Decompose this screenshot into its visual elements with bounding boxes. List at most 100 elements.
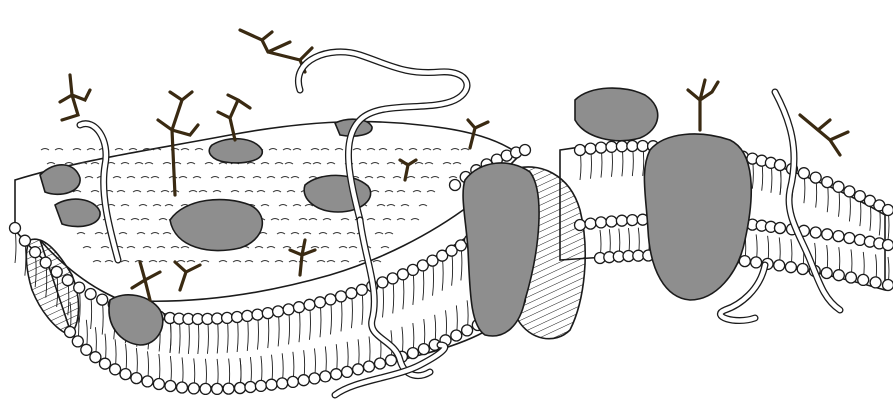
phospholipid-head — [62, 275, 73, 286]
phospholipid-head — [870, 277, 881, 288]
phospholipid-head — [19, 235, 30, 246]
phospholipid-head — [304, 299, 315, 310]
phospholipid-head — [844, 233, 855, 244]
phospholipid-head — [822, 229, 833, 240]
phospholipid-head — [846, 272, 857, 283]
phospholipid-head — [262, 308, 273, 319]
phospholipid-head — [418, 344, 429, 355]
phospholipid-head — [822, 177, 833, 188]
phospholipid-head — [346, 288, 357, 299]
phospholipid-head — [342, 366, 353, 377]
phospholipid-head — [315, 297, 326, 308]
phospholipid-head — [235, 383, 246, 394]
surface-mark — [87, 149, 95, 151]
phospholipid-head — [450, 180, 461, 191]
phospholipid-head — [397, 269, 408, 280]
peripheral-protein — [575, 88, 658, 141]
phospholipid-head — [336, 291, 347, 302]
phospholipid-head — [110, 364, 121, 375]
phospholipid-head — [142, 376, 153, 387]
surface-mark — [73, 149, 81, 151]
phospholipid-head — [633, 250, 644, 261]
surface-mark — [47, 163, 55, 165]
phospholipid-head — [810, 227, 821, 238]
phospholipid-head — [97, 294, 108, 305]
phospholipid-head — [245, 382, 256, 393]
phospholipid-head — [120, 369, 131, 380]
phospholipid-head — [222, 312, 233, 323]
phospholipid-head — [85, 289, 96, 300]
phospholipid-head — [596, 217, 607, 228]
peripheral-protein — [40, 165, 80, 195]
phospholipid-head — [309, 373, 320, 384]
surface-mark — [129, 149, 137, 151]
phospholipid-head — [585, 218, 596, 229]
phospholipid-head — [833, 270, 844, 281]
phospholipid-head — [785, 262, 796, 273]
phospholipid-head — [627, 215, 638, 226]
phospholipid-head — [377, 277, 388, 288]
phospholipid-head — [65, 327, 76, 338]
phospholipid-head — [462, 325, 473, 336]
phospholipid-head — [606, 216, 617, 227]
phospholipid-head — [131, 373, 142, 384]
phospholipid-head — [833, 181, 844, 192]
phospholipid-head — [451, 330, 462, 341]
phospholipid-head — [883, 205, 893, 216]
surface-mark — [65, 163, 73, 165]
phospholipid-head — [883, 240, 893, 251]
phospholipid-head — [90, 352, 101, 363]
phospholipid-head — [298, 375, 309, 386]
phospholipid-head — [100, 358, 111, 369]
phospholipid-head — [188, 383, 199, 394]
phospholipid-head — [30, 247, 41, 258]
phospholipid-head — [364, 361, 375, 372]
phospholipid-head — [223, 383, 234, 394]
phospholipid-head — [331, 369, 342, 380]
phospholipid-head — [356, 284, 367, 295]
peripheral-protein — [55, 199, 100, 226]
surface-mark — [373, 261, 381, 263]
surface-mark — [41, 149, 49, 151]
glycoprotein-chain — [688, 80, 718, 130]
phospholipid-head — [798, 168, 809, 179]
phospholipid-head — [585, 143, 596, 154]
phospholipid-head — [177, 382, 188, 393]
surface-mark — [55, 149, 63, 151]
phospholipid-head — [775, 160, 786, 171]
phospholipid-head — [858, 274, 869, 285]
phospholipid-head — [821, 268, 832, 279]
phospholipid-head — [353, 364, 364, 375]
surface-mark — [115, 149, 123, 151]
phospholipid-head — [325, 294, 336, 305]
glycoprotein-chain — [800, 115, 848, 155]
phospholipid-head — [616, 215, 627, 226]
phospholipid-head — [81, 344, 92, 355]
integral-protein — [209, 139, 262, 163]
phospholipid-head — [10, 223, 21, 234]
phospholipid-head — [277, 378, 288, 389]
phospholipid-head — [854, 191, 865, 202]
phospholipid-head — [797, 264, 808, 275]
phospholipid-head — [242, 310, 253, 321]
phospholipid-head — [72, 336, 83, 347]
phospholipid-head — [810, 172, 821, 183]
phospholipid-head — [883, 280, 893, 291]
phospholipid-head — [232, 312, 243, 323]
phospholipid-head — [273, 306, 284, 317]
phospholipid-head — [294, 302, 305, 313]
phospholipid-head — [739, 256, 750, 267]
phospholipid-head — [751, 257, 762, 268]
phospholipid-head — [386, 355, 397, 366]
phospholipid-head — [200, 383, 211, 394]
phospholipid-head — [775, 223, 786, 234]
phospholipid-head — [40, 257, 51, 268]
phospholipid-head — [375, 358, 386, 369]
phospholipid-head — [774, 260, 785, 271]
phospholipid-head — [844, 186, 855, 197]
phospholipid-head — [606, 141, 617, 152]
phospholipid-head — [283, 304, 294, 315]
phospholipid-head — [616, 141, 627, 152]
